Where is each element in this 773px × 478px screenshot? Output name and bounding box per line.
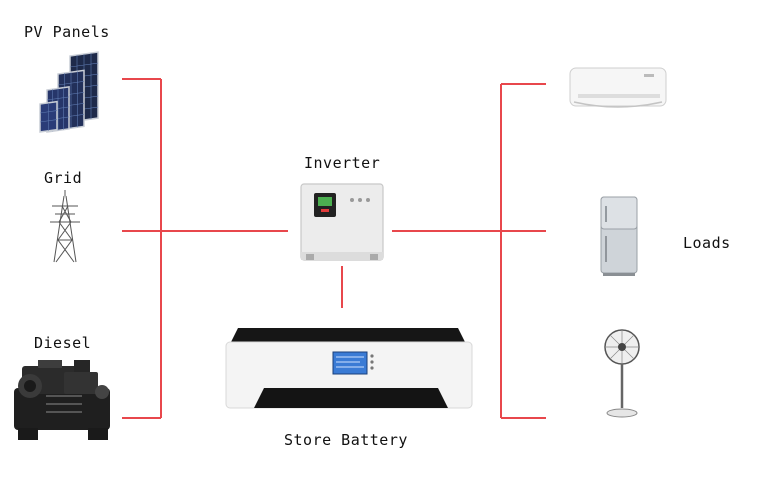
store-battery-label: Store Battery xyxy=(284,431,408,449)
pv-panels-label: PV Panels xyxy=(24,23,110,41)
air-conditioner-icon xyxy=(569,67,667,108)
wiring xyxy=(122,78,546,419)
inverter-icon xyxy=(300,183,384,261)
power-pylon-icon xyxy=(50,190,80,263)
standing-fan-icon xyxy=(604,329,640,418)
inverter-label: Inverter xyxy=(304,154,381,172)
loads-label: Loads xyxy=(683,234,731,252)
grid-label: Grid xyxy=(44,169,83,187)
solar-panels-icon xyxy=(39,51,99,133)
diesel-generator-icon xyxy=(14,360,110,440)
diesel-label: Diesel xyxy=(34,334,92,352)
battery-icon xyxy=(225,328,473,409)
refrigerator-icon xyxy=(600,196,638,276)
